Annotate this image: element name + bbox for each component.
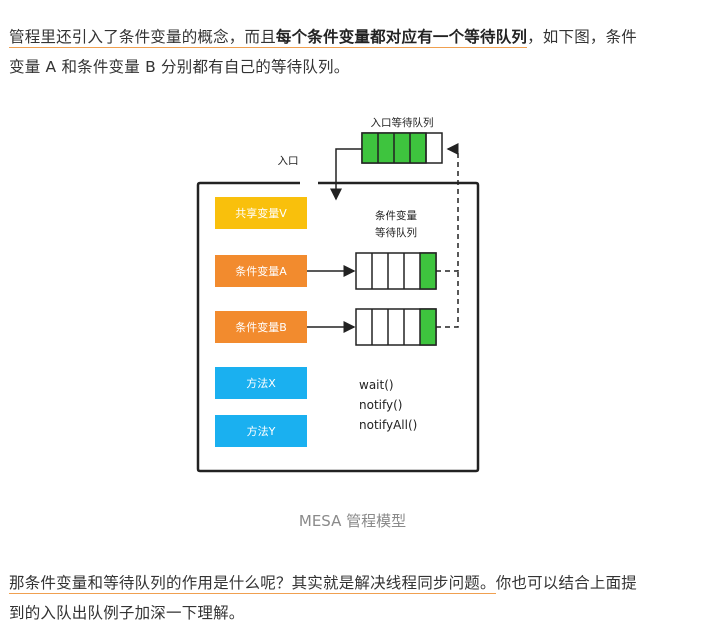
cond-b-queue	[355, 308, 437, 346]
followup-paragraph: 那条件变量和等待队列的作用是什么呢？其实就是解决线程同步问题。你也可以结合上面提…	[9, 568, 694, 628]
entry-queue	[361, 132, 443, 164]
intro-text-line2: 变量 A 和条件变量 B 分别都有自己的等待队列。	[9, 58, 350, 76]
cond-var-b-label: 条件变量B	[235, 320, 287, 334]
method-x-label: 方法X	[246, 376, 276, 390]
method-notifyall: notifyAll()	[359, 418, 417, 432]
entry-label: 入口	[278, 155, 299, 167]
cond-var-b-box	[215, 311, 307, 343]
shared-var-box	[215, 197, 307, 229]
cond-var-a-box	[215, 255, 307, 287]
cond-a-return-path	[436, 143, 459, 272]
intro-underlined-text: 管程里还引入了条件变量的概念，而且每个条件变量都对应有一个等待队列	[9, 28, 528, 48]
method-y-label: 方法Y	[247, 424, 276, 438]
entry-queue-label: 入口等待队列	[371, 116, 434, 129]
diagram-svg: 入口等待队列 入口 共享变量V 条件变量 等待队列 条件变量A	[196, 116, 480, 473]
mesa-monitor-diagram: 入口等待队列 入口 共享变量V 条件变量 等待队列 条件变量A	[0, 105, 705, 485]
shared-var-label: 共享变量V	[235, 206, 287, 220]
method-notify: notify()	[359, 398, 402, 412]
method-wait: wait()	[359, 378, 394, 392]
cond-a-queue	[355, 252, 437, 290]
followup-underlined-text: 那条件变量和等待队列的作用是什么呢？其实就是解决线程同步问题。	[9, 574, 496, 594]
figure-caption: MESA 管程模型	[298, 512, 407, 530]
cond-queue-label-1: 条件变量	[375, 209, 417, 222]
intro-bold-text: 每个条件变量都对应有一个等待队列	[275, 28, 528, 46]
monitor-box	[196, 181, 480, 473]
method-x-box	[215, 367, 307, 399]
entry-arrow	[330, 148, 362, 201]
cond-var-a-label: 条件变量A	[235, 264, 287, 278]
followup-text-rest: 你也可以结合上面提	[495, 574, 638, 592]
followup-text-line2: 到的入队出队例子加深一下理解。	[9, 604, 245, 622]
cond-queue-label-2: 等待队列	[375, 226, 417, 239]
method-y-box	[215, 415, 307, 447]
cond-b-return-path	[436, 271, 459, 328]
intro-paragraph: 管程里还引入了条件变量的概念，而且每个条件变量都对应有一个等待队列，如下图，条件…	[9, 22, 694, 82]
intro-text-part2: ，如下图，条件	[527, 28, 638, 46]
intro-text-part1: 管程里还引入了条件变量的概念，而且	[9, 28, 276, 46]
